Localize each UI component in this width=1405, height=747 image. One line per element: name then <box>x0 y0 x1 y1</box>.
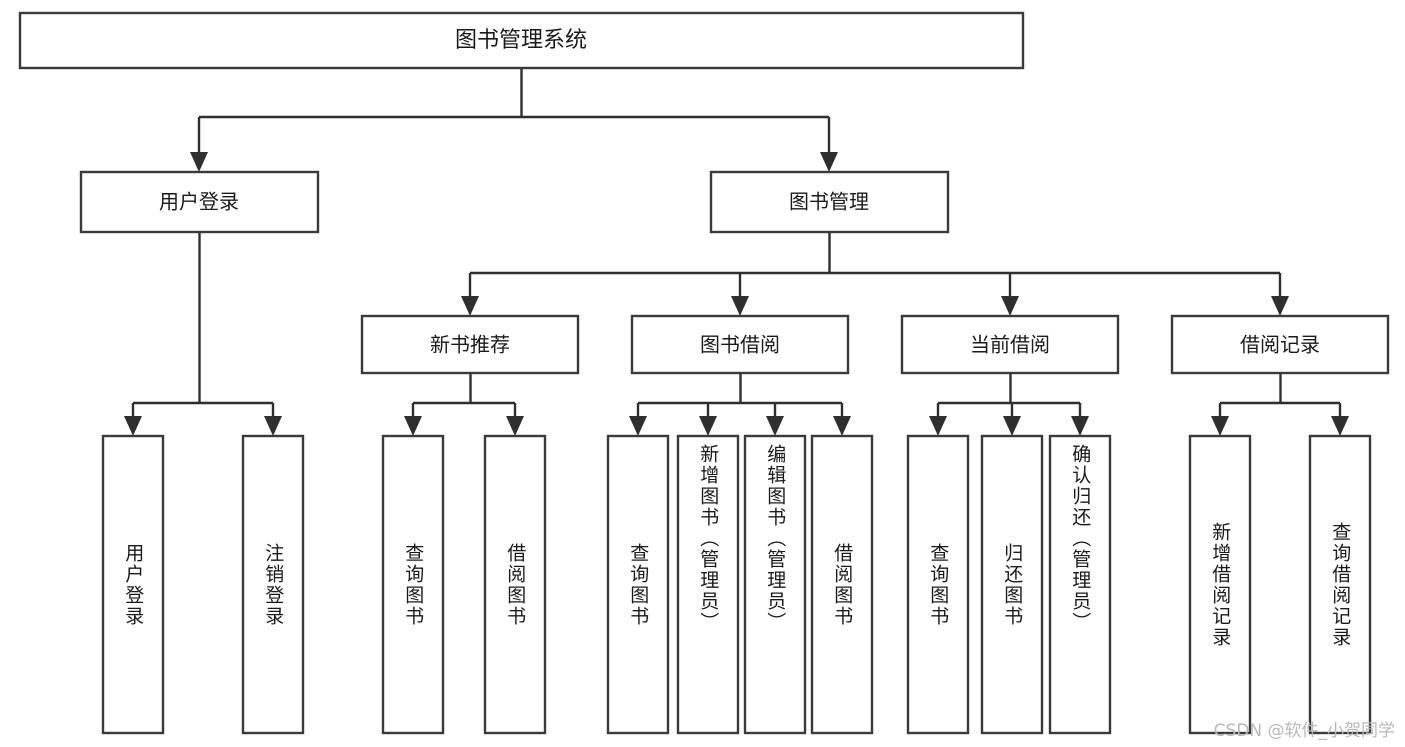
edge-userlogin-bus <box>131 232 275 419</box>
arrowhead-leaf-confirm-return <box>1071 416 1089 436</box>
edge-borrowrecord-bus <box>1218 373 1342 419</box>
arrowhead-borrow-record <box>1271 296 1289 316</box>
label-user-login: 用户登录 <box>159 190 239 214</box>
node-current-borrow[interactable] <box>900 314 1120 375</box>
edge-newbook-bus <box>411 373 517 419</box>
label-current-borrow: 当前借阅 <box>970 333 1050 357</box>
label-book-borrow: 图书借阅 <box>700 333 780 357</box>
node-borrow-record[interactable] <box>1170 314 1390 375</box>
node-leaf-query-book-1[interactable] <box>381 434 445 735</box>
csdn-watermark: CSDN @软件_小贺同学 <box>1213 721 1395 741</box>
connectors-layer <box>124 68 1349 436</box>
arrowhead-leaf-query-book-2 <box>629 416 647 436</box>
arrowhead-leaf-return-book <box>1003 416 1021 436</box>
node-leaf-query-book-2[interactable] <box>606 434 670 735</box>
node-leaf-query-book-3[interactable] <box>906 434 970 735</box>
label-root: 图书管理系统 <box>455 28 587 53</box>
arrowhead-leaf-edit-book <box>766 416 784 436</box>
arrowhead-leaf-logout-login <box>264 416 282 436</box>
nodes-layer <box>18 11 1390 735</box>
node-leaf-logout-login[interactable] <box>241 434 305 735</box>
node-leaf-add-book[interactable] <box>676 434 740 735</box>
node-leaf-user-login[interactable] <box>101 434 165 735</box>
label-new-book-recommend: 新书推荐 <box>430 333 510 357</box>
node-leaf-query-record[interactable] <box>1308 434 1372 735</box>
arrowhead-book-borrow <box>731 296 749 316</box>
arrowhead-new-book-recommend <box>461 296 479 316</box>
edge-root-bus <box>197 68 831 155</box>
arrowhead-leaf-borrow-book-1 <box>506 416 524 436</box>
node-root[interactable] <box>18 11 1025 70</box>
node-book-borrow[interactable] <box>630 314 850 375</box>
arrowhead-current-borrow <box>1001 296 1019 316</box>
horizontal-labels-layer: 图书管理系统 用户登录 图书管理 新书推荐 图书借阅 当前借阅 借阅记录 <box>159 28 1320 357</box>
arrowhead-book-management <box>820 152 838 172</box>
arrowhead-leaf-query-record <box>1331 416 1349 436</box>
node-leaf-borrow-book-1[interactable] <box>483 434 547 735</box>
arrowhead-leaf-user-login <box>124 416 142 436</box>
arrowhead-leaf-query-book-3 <box>929 416 947 436</box>
arrowhead-leaf-query-book-1 <box>404 416 422 436</box>
label-borrow-record: 借阅记录 <box>1240 333 1320 357</box>
node-user-login[interactable] <box>79 170 320 234</box>
node-leaf-edit-book[interactable] <box>743 434 807 735</box>
node-book-management[interactable] <box>709 170 950 234</box>
node-leaf-confirm-return[interactable] <box>1048 434 1112 735</box>
node-leaf-add-record[interactable] <box>1188 434 1252 735</box>
edge-bookborrow-bus <box>636 373 844 419</box>
arrowhead-leaf-borrow-book-2 <box>833 416 851 436</box>
arrowhead-leaf-add-record <box>1211 416 1229 436</box>
node-leaf-return-book[interactable] <box>980 434 1044 735</box>
edge-bookmgmt-bus <box>468 232 1282 299</box>
edge-currentborrow-bus <box>936 373 1082 419</box>
node-new-book-recommend[interactable] <box>360 314 580 375</box>
label-book-management: 图书管理 <box>789 190 869 214</box>
node-leaf-borrow-book-2[interactable] <box>810 434 874 735</box>
arrowhead-leaf-add-book <box>699 416 717 436</box>
arrowhead-user-login <box>190 152 208 172</box>
